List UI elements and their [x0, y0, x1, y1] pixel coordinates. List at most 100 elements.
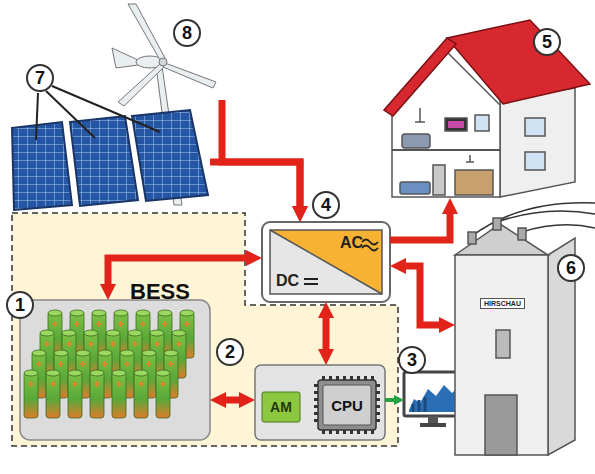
power-arrow [210, 162, 300, 214]
solar-panels: 7 [5, 62, 210, 210]
controller-unit-part [255, 365, 385, 440]
battery-cells-part [92, 310, 106, 316]
battery-cells-part [46, 370, 60, 376]
battery-cells-part [146, 361, 152, 367]
battery-cells-part [68, 370, 82, 376]
node-label: AM [270, 399, 292, 415]
monitor-icon-part [404, 372, 462, 416]
battery-cells-part [168, 361, 174, 367]
wind-turbine-part [163, 63, 216, 88]
cpu-chip: CPU [318, 380, 376, 430]
house-part [448, 121, 464, 128]
leader-lines-part [46, 91, 95, 138]
battery-cells-part [180, 310, 194, 316]
monitor-icon-part [409, 385, 458, 412]
battery-cells-part [118, 321, 124, 327]
battery-cells-part [44, 341, 50, 347]
am-module: AM [262, 392, 300, 422]
battery-cells-part [112, 370, 126, 376]
battery-cells-part [150, 330, 164, 336]
transformer-station: 6HIRSCHAU [455, 215, 587, 460]
battery-cells-part [172, 330, 186, 336]
battery-cells-part [50, 381, 56, 387]
house-part [455, 170, 493, 195]
inverter-symbol-part [270, 230, 382, 294]
battery-cells-part [32, 350, 46, 356]
wind-turbine: 8 [112, 2, 228, 100]
callout-number: 4 [312, 191, 340, 219]
inverter-symbol-part [262, 222, 390, 302]
power-arrow [398, 266, 447, 325]
leader-lines-part [52, 86, 160, 132]
battery-cells-part [72, 381, 78, 387]
battery-cells-part [154, 341, 160, 347]
callout-number: 1 [6, 291, 34, 319]
battery-cells [24, 310, 194, 418]
house-part [445, 118, 467, 131]
controller-unit-part [316, 384, 378, 426]
house-part [525, 152, 545, 170]
monitor: 3 [404, 372, 462, 427]
transformer-station-part-part [518, 228, 526, 240]
battery-cells-part [140, 321, 146, 327]
inverter-symbol [262, 222, 390, 302]
inverter-symbol-part [270, 230, 382, 294]
transformer-station-part [485, 395, 517, 455]
solar-panels-part [132, 110, 208, 201]
house: 5 [380, 18, 585, 198]
battery-cells-part [88, 341, 94, 347]
battery-cells-part [52, 321, 58, 327]
battery-cells-part [96, 321, 102, 327]
battery-cells-part [36, 361, 42, 367]
bess-region [12, 213, 398, 446]
house-part [402, 134, 430, 148]
solar-panels-part [70, 116, 138, 206]
power-arrow [390, 206, 450, 240]
callout-number: 3 [398, 346, 426, 374]
callout-number: 8 [173, 19, 201, 47]
battery-cells-part [112, 372, 126, 418]
battery-cells-part [70, 310, 84, 316]
monitor-icon-part [413, 397, 425, 412]
house-part [400, 182, 430, 194]
battery-cells-part [138, 381, 144, 387]
power-arrow [218, 397, 247, 404]
wind-turbine-part [112, 48, 138, 68]
battery-cells-part [116, 381, 122, 387]
transformer-station [455, 203, 595, 455]
battery-cells-part [120, 350, 134, 356]
battery-cells-part [162, 321, 168, 327]
controller-unit [255, 365, 385, 440]
node-label: HIRSCHAU [480, 298, 525, 309]
inverter-symbol-part [270, 230, 382, 294]
battery-cells-part [134, 370, 148, 376]
wind-turbine-part [128, 4, 165, 60]
battery-cells-part [110, 341, 116, 347]
battery-cells-part [98, 350, 112, 356]
battery-cells-part [24, 372, 38, 418]
monitor-icon [404, 372, 462, 427]
controller-unit-part [322, 378, 374, 432]
battery-cells-part [156, 370, 170, 376]
battery-cells-part [28, 381, 34, 387]
callout-number: 7 [26, 64, 54, 92]
house-part [384, 38, 456, 116]
battery-cells-part [164, 350, 178, 356]
transformer-station-part [496, 330, 510, 358]
house-part [466, 155, 474, 162]
controller-unit-part [323, 385, 371, 425]
solar-panels-part [12, 122, 72, 210]
battery-cells-part [142, 350, 156, 356]
battery-cells-part [184, 321, 190, 327]
battery-pack: 1 [20, 300, 210, 440]
battery-cells-part [66, 341, 72, 347]
house-part [447, 20, 590, 104]
battery-cells-part [128, 330, 142, 336]
battery-cells-part [114, 310, 128, 316]
callout-number: 2 [216, 338, 244, 366]
battery-cells-part [46, 372, 60, 418]
leader-lines-part [36, 93, 38, 140]
inverter-symbol-part [304, 279, 318, 284]
leader-lines [36, 86, 160, 140]
